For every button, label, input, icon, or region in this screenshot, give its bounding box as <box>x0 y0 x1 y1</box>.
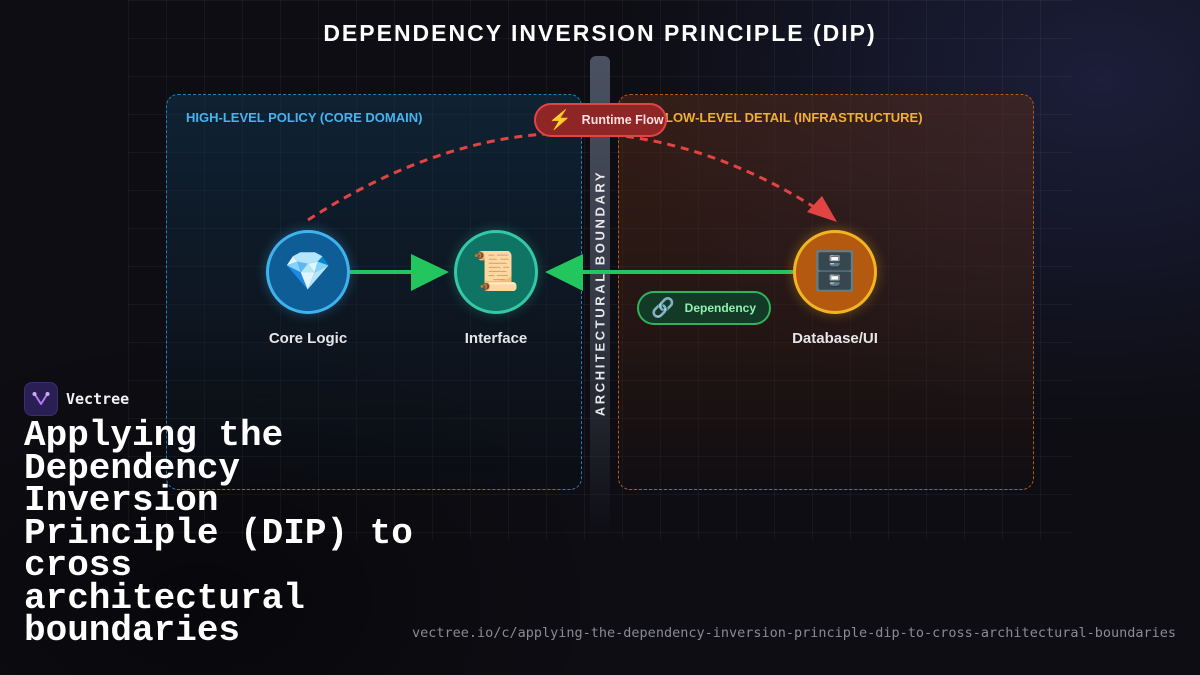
scroll-icon: 📜 <box>472 251 520 293</box>
database-ui-node: 🗄️ <box>793 230 877 314</box>
low-level-detail-label: LOW-LEVEL DETAIL (INFRASTRUCTURE) <box>665 110 923 125</box>
lightning-icon: ⚡ <box>548 110 572 131</box>
runtime-flow-label: Runtime Flow <box>581 113 664 127</box>
architectural-boundary-label: ARCHITECTURAL BOUNDARY <box>592 169 608 417</box>
core-logic-label: Core Logic <box>268 330 348 347</box>
diagram-title: DEPENDENCY INVERSION PRINCIPLE (DIP) <box>323 20 877 46</box>
brand-name: Vectree <box>66 390 130 408</box>
core-to-interface-arrowhead <box>411 254 449 291</box>
dependency-badge: 🔗 Dependency <box>637 291 771 325</box>
runtime-flow-arrowhead <box>807 196 837 222</box>
source-url: vectree.io/c/applying-the-dependency-inv… <box>411 625 1176 641</box>
dependency-label: Dependency <box>684 301 757 315</box>
high-level-policy-label: HIGH-LEVEL POLICY (CORE DOMAIN) <box>186 110 423 125</box>
gem-icon: 💎 <box>284 251 332 293</box>
interface-label: Interface <box>464 330 528 347</box>
vectree-logo-icon <box>24 382 58 416</box>
database-to-interface-arrowhead <box>545 254 583 291</box>
database-ui-label: Database/UI <box>792 330 878 347</box>
interface-node: 📜 <box>454 230 538 314</box>
brand: Vectree <box>24 382 129 416</box>
headline: Applying the Dependency Inversion Princi… <box>24 415 413 651</box>
file-cabinet-icon: 🗄️ <box>811 251 859 293</box>
link-icon: 🔗 <box>651 298 675 319</box>
runtime-flow-badge: ⚡ Runtime Flow <box>534 103 667 137</box>
architectural-boundary-bar <box>590 56 610 536</box>
runtime-flow-arc <box>307 131 823 222</box>
core-logic-node: 💎 <box>266 230 350 314</box>
